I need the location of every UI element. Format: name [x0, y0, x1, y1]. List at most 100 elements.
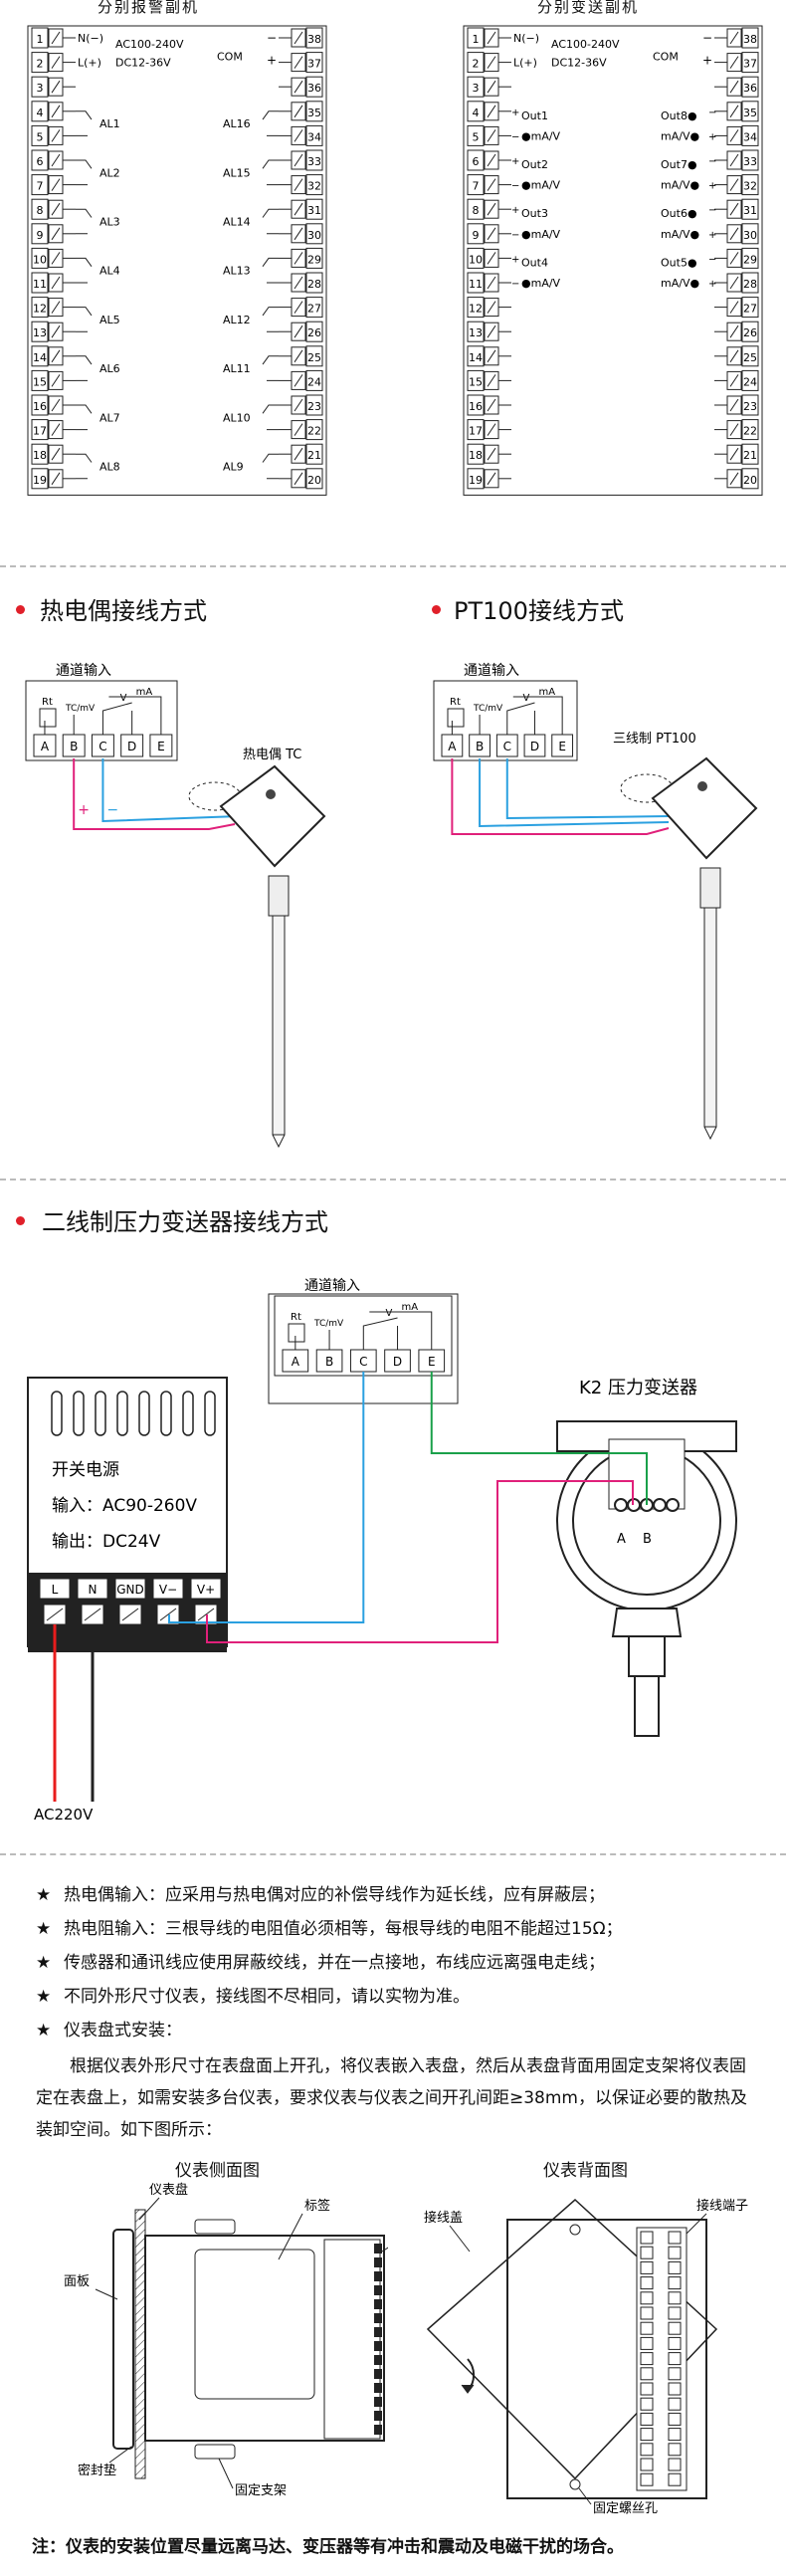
terminal-box — [741, 101, 759, 122]
terminal-box — [741, 27, 759, 49]
screw-slot — [729, 276, 739, 290]
alarm-label: AL5 — [99, 314, 120, 326]
panel-frame — [27, 25, 327, 496]
alarm-label: AL7 — [99, 411, 120, 424]
v-label: V — [120, 693, 127, 704]
output-label: Out4 — [521, 256, 548, 269]
relay-contact — [76, 110, 93, 136]
alarm-label: AL6 — [99, 362, 120, 375]
terminal-box — [467, 468, 485, 490]
power-l-label: L(+) — [78, 57, 101, 70]
terminal-block — [668, 2472, 682, 2486]
label-plate — [194, 2249, 315, 2400]
terminal-box — [741, 124, 759, 146]
alarm-label: AL13 — [223, 265, 251, 278]
power-ac-label: AC100-240V — [115, 38, 184, 51]
probe-tip — [703, 1126, 717, 1141]
terminal-block — [640, 2412, 654, 2426]
terminal-number: 27 — [307, 303, 321, 316]
terminal-block — [668, 2412, 682, 2426]
terminal-number: 33 — [743, 155, 757, 168]
terminal-number: 6 — [37, 155, 44, 168]
screw-slot — [487, 472, 496, 486]
terminal-pin — [374, 2425, 382, 2435]
minus-sign: − — [511, 230, 519, 241]
terminal-number: 12 — [469, 303, 483, 316]
screw-slot — [729, 105, 739, 118]
terminal-box — [741, 369, 759, 391]
label-tag: 标签 — [304, 2198, 330, 2214]
terminal-number: 31 — [743, 204, 757, 217]
terminal-block — [668, 2321, 682, 2335]
screw-slot — [51, 276, 61, 290]
screw-slot — [294, 202, 303, 216]
transmitter-stem — [634, 1675, 660, 1737]
rotate-arrowhead — [461, 2384, 475, 2394]
channel-input-label: 通道输入 — [464, 663, 519, 679]
terminal-label: C — [98, 740, 106, 753]
terminal-number: 11 — [33, 278, 47, 291]
minus-sign: − — [708, 254, 716, 265]
terminal-label: A — [448, 740, 457, 753]
screw-slot — [51, 178, 61, 191]
terminal-box — [741, 52, 759, 74]
terminal-box — [305, 52, 323, 74]
terminal-box — [467, 369, 485, 391]
label-bracket: 固定支架 — [235, 2483, 287, 2498]
terminal-box — [305, 369, 323, 391]
note-4: ★不同外形尺寸仪表，接线图不尽相同，请以实物为准。 — [36, 1987, 470, 2007]
terminal-number: 16 — [33, 400, 47, 413]
psu-terminal-label: V− — [159, 1583, 177, 1597]
terminal-block — [640, 2246, 654, 2259]
terminal-number: 28 — [307, 278, 321, 291]
screw-slot — [294, 324, 303, 338]
plus-sign: + — [511, 254, 519, 265]
rt-label: Rt — [42, 697, 53, 708]
screw-slot — [294, 276, 303, 290]
screw-slot — [51, 301, 61, 314]
terminal-box — [305, 27, 323, 49]
terminal-box — [305, 76, 323, 98]
ac220-label: AC220V — [34, 1806, 94, 1824]
psu-terminal — [190, 1578, 222, 1600]
screw-slot — [294, 374, 303, 387]
screw-slot — [294, 129, 303, 142]
power-ac-label: AC100-240V — [551, 38, 620, 51]
screw-slot — [487, 447, 496, 461]
terminal-number: 37 — [743, 58, 757, 71]
terminal-box — [31, 419, 49, 441]
screw-slot — [487, 324, 496, 338]
com-label: COM — [653, 51, 679, 64]
screw-slot — [51, 31, 61, 45]
label-cover: 接线盖 — [424, 2210, 463, 2226]
screw-slot — [51, 349, 61, 363]
tcmv-label: TC/mV — [313, 1319, 344, 1329]
terminal-box — [467, 149, 485, 171]
rt-resistor — [39, 708, 57, 728]
screw-slot — [294, 105, 303, 118]
screw-slot — [294, 252, 303, 265]
terminal-number: 2 — [473, 58, 480, 71]
wire-v-plus-to-transmitter — [206, 1480, 634, 1643]
terminal-block — [668, 2382, 682, 2396]
label-screw-hole: 固定螺丝孔 — [593, 2501, 658, 2516]
output-label: Out2 — [521, 158, 548, 171]
alarm-label: AL1 — [99, 117, 120, 130]
terminal-label: B — [476, 740, 484, 753]
terminal-number: 23 — [307, 400, 321, 413]
pt100-title: PT100接线方式 — [454, 597, 624, 625]
terminal-number: 38 — [743, 33, 757, 46]
terminal-box — [741, 174, 759, 196]
terminal-block — [640, 2397, 654, 2411]
leader — [108, 2446, 132, 2464]
wire-positive — [73, 758, 236, 830]
back-view-caption: 仪表背面图 — [543, 2161, 628, 2181]
terminal-box — [31, 52, 49, 74]
terminal-number: 30 — [743, 229, 757, 242]
output-label: Out3 — [521, 207, 548, 220]
screw-slot — [729, 227, 739, 241]
screw-slot — [729, 374, 739, 387]
